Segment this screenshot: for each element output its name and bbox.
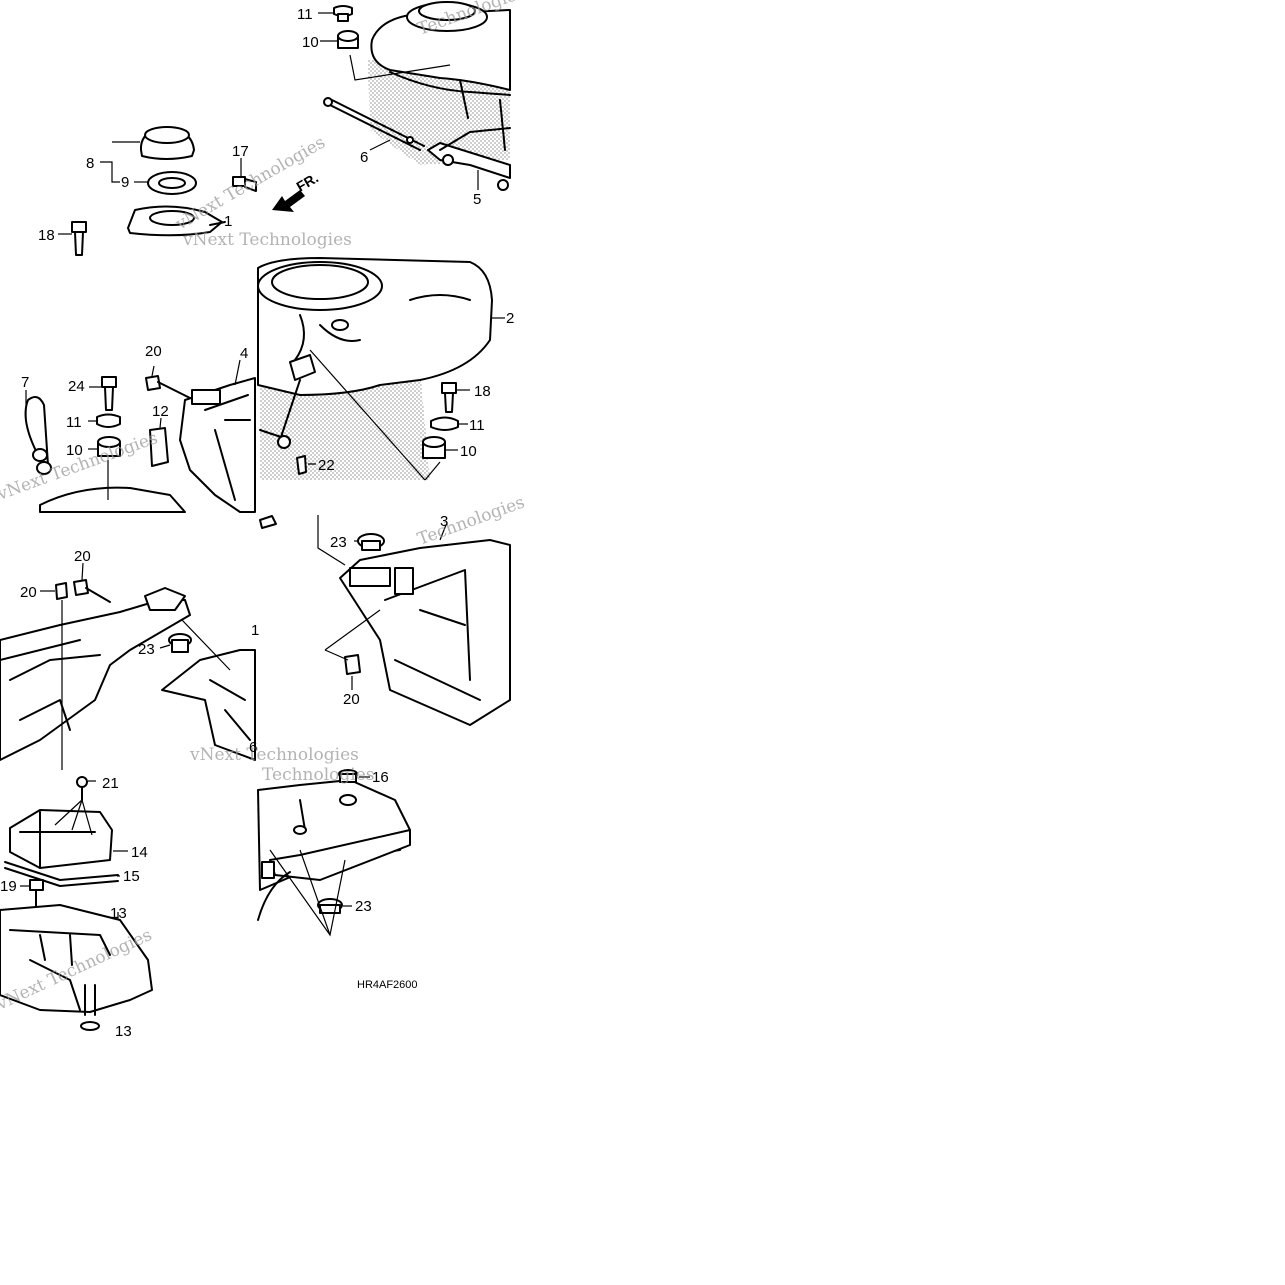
callout-4: 4 (240, 345, 248, 362)
callout-2: 2 (506, 310, 514, 327)
tile-battery-box (0, 776, 153, 1031)
callout-labels: 11 10 6 5 8 9 17 18 1 2 18 11 10 22 7 24… (0, 6, 514, 1040)
callout-13: 13 (115, 1023, 132, 1040)
callout-23: 23 (330, 534, 347, 551)
tile-filler-cap (58, 126, 305, 256)
callout-1: 1 (224, 213, 232, 230)
callout-16: 16 (372, 769, 389, 786)
callout-23: 23 (355, 898, 372, 915)
callout-11: 11 (66, 414, 82, 431)
tile-guard-lower (0, 562, 256, 770)
watermark: Technologies (262, 765, 375, 785)
callout-6: 6 (249, 739, 257, 756)
watermark: Technologies (415, 492, 528, 549)
callout-5: 5 (473, 191, 481, 208)
callout-15: 15 (123, 868, 140, 885)
clip-fragment (259, 515, 277, 529)
tile-mount-frame (257, 769, 411, 937)
callout-10: 10 (460, 443, 477, 460)
watermark: vNext Technologies (189, 745, 359, 765)
callout-20: 20 (343, 691, 360, 708)
callout-17: 17 (232, 143, 249, 160)
callout-24: 24 (68, 378, 85, 395)
callout-9: 9 (121, 174, 129, 191)
callout-20: 20 (74, 548, 91, 565)
callout-18: 18 (474, 383, 491, 400)
tile-heat-guard (24, 359, 256, 513)
callout-8: 8 (86, 155, 94, 172)
callout-21: 21 (102, 775, 119, 792)
watermark: vNext Technologies (182, 230, 352, 250)
tile-cover-3 (317, 515, 511, 726)
callout-10: 10 (302, 34, 319, 51)
callout-20: 20 (145, 343, 162, 360)
front-direction-label: FR. (294, 169, 322, 194)
callout-18: 18 (38, 227, 55, 244)
callout-23: 23 (138, 641, 155, 658)
tile-tank-body (257, 257, 505, 481)
callout-7: 7 (21, 374, 29, 391)
callout-10: 10 (66, 442, 83, 459)
callout-11: 11 (469, 417, 485, 434)
callout-14: 14 (131, 844, 148, 861)
callout-13: 13 (110, 905, 127, 922)
callout-6: 6 (360, 149, 368, 166)
callout-11: 11 (297, 6, 313, 23)
callout-20: 20 (20, 584, 37, 601)
figure-code: HR4AF2600 (357, 979, 418, 991)
callout-19: 19 (0, 878, 17, 895)
tile-tank-top (318, 1, 511, 191)
callout-12: 12 (152, 403, 169, 420)
callout-22: 22 (318, 457, 335, 474)
callout-3: 3 (440, 513, 448, 530)
callout-1: 1 (251, 622, 259, 639)
